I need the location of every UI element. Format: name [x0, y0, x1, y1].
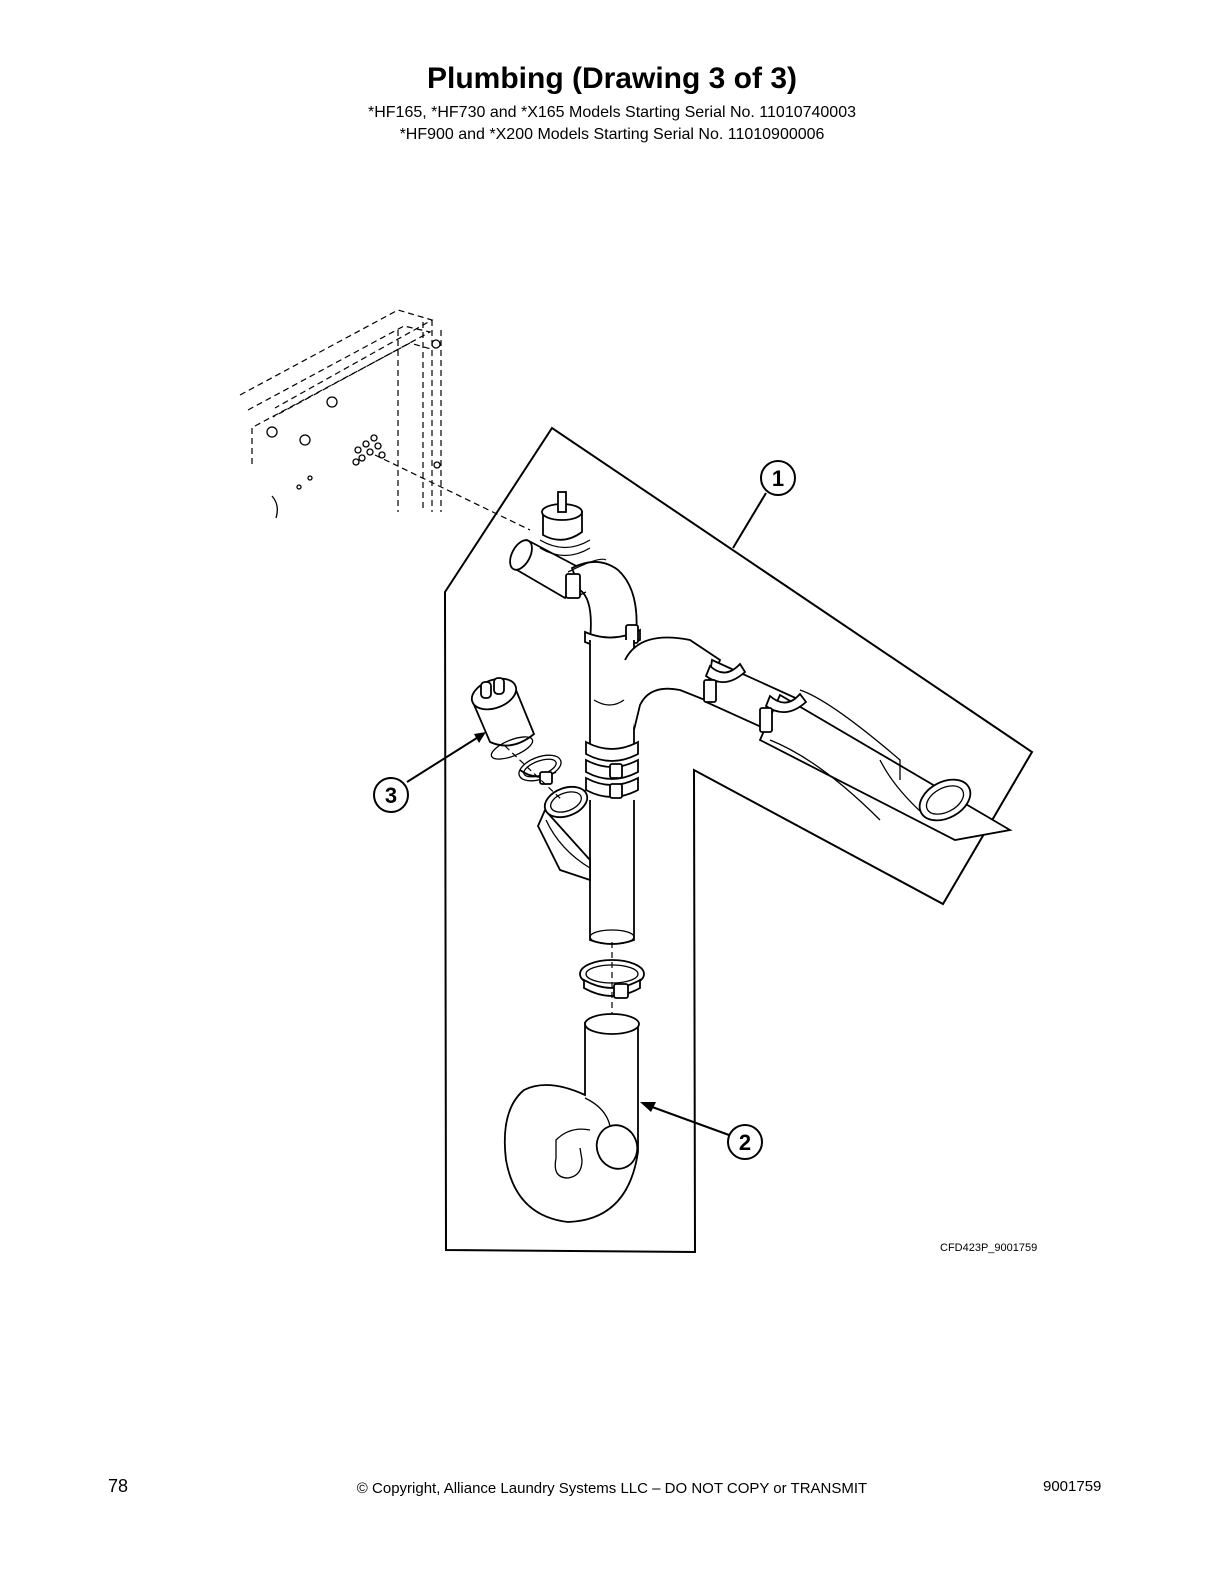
callout-number-1: 1 [772, 466, 784, 491]
cap-part-3 [470, 677, 563, 801]
page-number: 78 [108, 1476, 129, 1496]
wye-fitting [537, 785, 635, 945]
page-subtitle-models-2: *HF900 and *X200 Models Starting Serial … [399, 126, 825, 143]
vertical-clamps [585, 740, 639, 799]
lower-clamp [579, 942, 645, 1020]
right-drain-hose [703, 658, 1013, 841]
callout-2: 2 [640, 1102, 763, 1160]
assembly-outline [443, 426, 1034, 1254]
p-trap-part-2 [503, 1013, 640, 1223]
upper-elbow [570, 561, 638, 641]
document-number: 9001759 [1043, 1478, 1102, 1495]
callout-1: 1 [732, 460, 796, 549]
callout-3: 3 [373, 732, 486, 813]
callout-number-3: 3 [385, 783, 397, 808]
inlet-fitting [509, 491, 591, 600]
page-title: Plumbing (Drawing 3 of 3) [426, 62, 797, 95]
machine-frame [239, 309, 531, 531]
copyright-notice: © Copyright, Alliance Laundry Systems LL… [356, 1480, 868, 1497]
callout-number-2: 2 [739, 1130, 751, 1155]
page-subtitle-models-1: *HF165, *HF730 and *X165 Models Starting… [367, 104, 856, 121]
drawing-reference-code: CFD423P_9001759 [940, 1242, 1038, 1254]
